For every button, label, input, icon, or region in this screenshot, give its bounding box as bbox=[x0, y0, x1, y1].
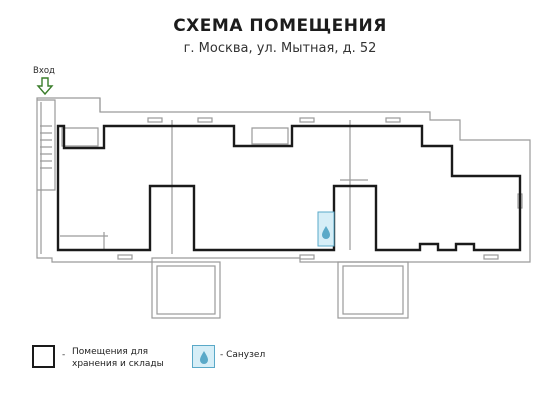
building-outline bbox=[36, 97, 531, 319]
entry-label: Вход bbox=[33, 66, 55, 76]
legend-bathroom-swatch bbox=[192, 345, 215, 368]
water-drop-icon bbox=[200, 351, 208, 364]
address-subtitle: г. Москва, ул. Мытная, д. 52 bbox=[183, 41, 377, 56]
legend-dash: - bbox=[62, 350, 66, 360]
bathroom-room bbox=[317, 211, 335, 247]
storage-rooms bbox=[56, 124, 522, 252]
legend-storage-text: Помещения для хранения и склады bbox=[72, 347, 164, 369]
legend-bathroom-text: - Санузел bbox=[220, 350, 266, 360]
page-title: СХЕМА ПОМЕЩЕНИЯ bbox=[173, 16, 387, 36]
arrow-down-icon bbox=[36, 77, 54, 96]
legend-storage-swatch bbox=[32, 345, 55, 368]
